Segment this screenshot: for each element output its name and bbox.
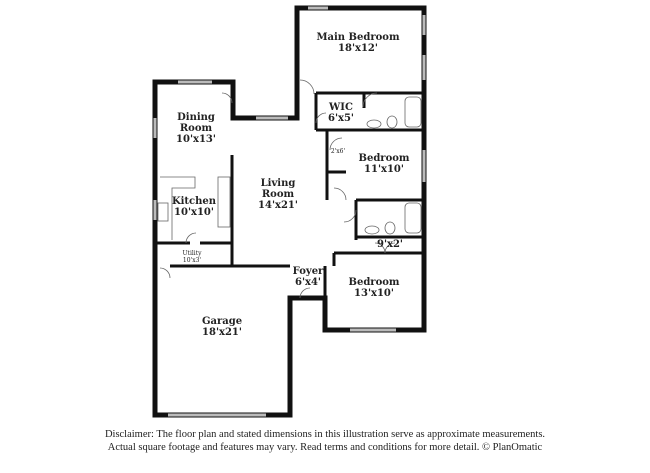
room-dims: 11'x10'	[364, 164, 404, 175]
disclaimer-line-2: Actual square footage and features may v…	[107, 442, 543, 453]
room-name: Garage	[201, 316, 243, 327]
room-dims: 14'x21'	[258, 200, 298, 211]
sink-icon	[364, 225, 380, 235]
fixtures	[157, 96, 422, 240]
room-closet: 2'x6'	[331, 148, 345, 155]
room-dims: 10'x13'	[176, 134, 216, 145]
room-name: Dining Room	[177, 112, 215, 134]
room-dims: 2'x6'	[330, 148, 346, 155]
room-name: Utility	[182, 250, 202, 257]
bathtub-icon	[404, 202, 422, 234]
room-name: Bedroom	[358, 153, 410, 164]
room-dims: 18'x21'	[202, 327, 242, 338]
disclaimer: Disclaimer: The floor plan and stated di…	[0, 428, 650, 454]
room-dims: 9'x2'	[376, 239, 404, 250]
room-dims: 10'x10'	[174, 207, 214, 218]
room-dims: 13'x10'	[354, 288, 394, 299]
room-name: Kitchen	[171, 196, 217, 207]
room-name: Foyer	[292, 266, 324, 277]
disclaimer-line-1: Disclaimer: The floor plan and stated di…	[104, 429, 546, 440]
interior-walls	[155, 91, 424, 298]
stove-icon	[217, 176, 231, 228]
room-name: Bedroom	[348, 277, 400, 288]
room-name: Main Bedroom	[316, 32, 400, 43]
kitchen-counter	[160, 176, 196, 240]
sink-icon	[366, 119, 382, 129]
room-name: Living Room	[260, 178, 296, 200]
room-dims: 6'x5'	[327, 113, 355, 124]
room-hall-closet: 9'x2'	[377, 239, 403, 250]
toilet-icon	[386, 115, 398, 129]
bathtub-icon	[404, 96, 422, 128]
room-dims: 6'x4'	[294, 277, 322, 288]
doors	[159, 79, 396, 299]
exterior-walls	[152, 5, 427, 418]
windows	[153, 6, 426, 417]
room-dims: 18'x12'	[338, 43, 378, 54]
kitchen-sink-icon	[157, 202, 169, 222]
toilet-icon	[384, 221, 396, 235]
room-dims: 10'x3'	[182, 257, 202, 264]
room-name: WIC	[329, 102, 353, 113]
